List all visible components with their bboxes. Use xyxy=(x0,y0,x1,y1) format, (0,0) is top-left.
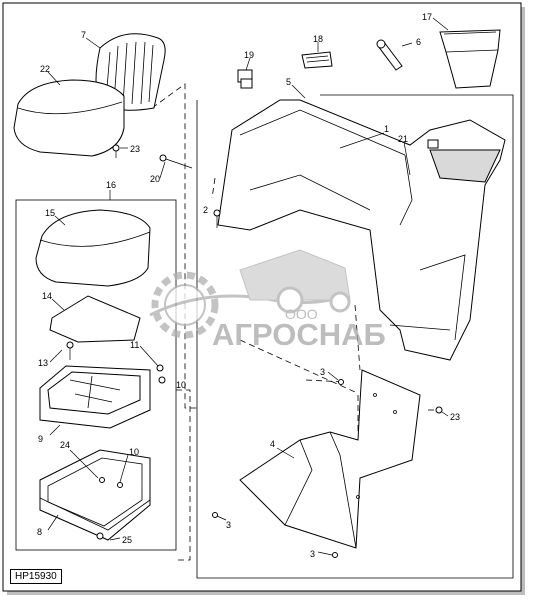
callout-1: 1 xyxy=(384,124,389,134)
seat-cushion-lower xyxy=(35,209,151,287)
seat-base-9 xyxy=(39,365,151,429)
callout-10-right: 10 xyxy=(176,380,186,390)
storage-bin-17 xyxy=(439,29,501,89)
callout-4: 4 xyxy=(270,439,275,449)
pin-6 xyxy=(376,39,403,71)
bolt-23-left xyxy=(112,144,120,158)
watermark-logo: ООО АГРОСНАБ xyxy=(149,249,386,352)
callout-15: 15 xyxy=(45,208,55,218)
reference-code: HP15930 xyxy=(10,569,62,584)
console-body xyxy=(217,99,506,361)
seat-plate-14 xyxy=(49,295,141,360)
callout-10-lower: 10 xyxy=(129,447,139,457)
callout-8: 8 xyxy=(37,527,42,537)
callout-3-top: 3 xyxy=(320,367,325,377)
screw-2 xyxy=(213,209,221,228)
callout-11: 11 xyxy=(130,340,139,350)
grille-18 xyxy=(301,51,333,69)
console-group-box xyxy=(196,94,514,579)
seat-group-box xyxy=(15,199,177,551)
leader-lines xyxy=(47,17,449,556)
callout-2: 2 xyxy=(203,205,208,215)
callout-17: 17 xyxy=(422,12,432,22)
callout-18: 18 xyxy=(313,34,323,44)
watermark-top: ООО xyxy=(285,306,318,322)
bolt-20 xyxy=(159,154,193,169)
callout-23-right: 23 xyxy=(450,412,460,422)
callout-23-left: 23 xyxy=(130,144,140,154)
callout-3-bottom: 3 xyxy=(310,549,315,559)
callout-25: 25 xyxy=(122,535,132,545)
fasteners-seat xyxy=(96,364,166,540)
callout-20: 20 xyxy=(150,174,160,184)
callout-14: 14 xyxy=(42,291,52,301)
callout-3-left: 3 xyxy=(226,520,231,530)
watermark-bottom: АГРОСНАБ xyxy=(212,317,386,352)
floor-panel-4 xyxy=(239,369,421,549)
callout-5: 5 xyxy=(286,77,291,87)
callout-19: 19 xyxy=(244,50,254,60)
screws-3 xyxy=(212,379,443,558)
callouts: 7 22 23 20 19 18 6 17 5 1 21 2 16 15 14 … xyxy=(37,12,460,559)
callout-21: 21 xyxy=(398,134,408,144)
bracket-19 xyxy=(237,69,253,89)
seat-cushion-top xyxy=(13,79,125,157)
callout-16: 16 xyxy=(106,180,116,190)
callout-7: 7 xyxy=(81,30,86,40)
callout-22: 22 xyxy=(40,64,50,74)
callout-24: 24 xyxy=(60,440,70,450)
callout-9: 9 xyxy=(38,434,43,444)
callout-13: 13 xyxy=(38,358,48,368)
callout-6: 6 xyxy=(416,37,421,47)
